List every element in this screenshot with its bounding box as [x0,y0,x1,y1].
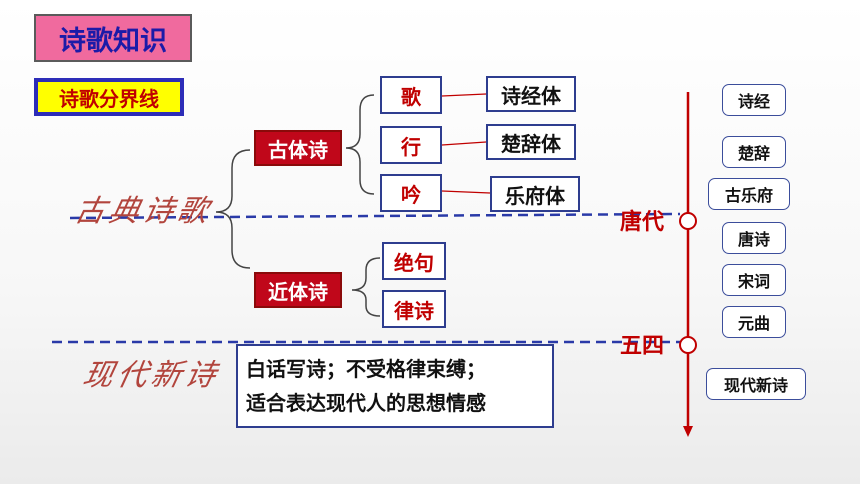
link-xing [441,141,487,146]
timeline-item-yuanqu: 元曲 [722,306,786,338]
timeline-item-modern-poetry: 现代新诗 [706,368,806,400]
timeline-item-songci: 宋词 [722,264,786,296]
description-line-1: 白话写诗；不受格律束缚； [246,357,486,381]
form-yin: 吟 [380,174,442,212]
may-fourth-marker [679,336,697,354]
form-jueju: 绝句 [382,242,446,280]
era-may-fourth: 五四 [620,334,665,359]
timeline-item-shijing: 诗经 [722,84,786,116]
section-subtitle: 诗歌分界线 [34,78,184,116]
origin-shijing: 诗经体 [486,76,576,112]
modern-poetry-label: 现代新诗 [79,358,223,393]
modern-poetry-description: 白话写诗；不受格律束缚； 适合表达现代人的思想情感 [236,344,554,428]
form-ge: 歌 [380,76,442,114]
origin-yuefu: 乐府体 [490,176,580,212]
link-ge [441,93,487,97]
timeline-item-chuci: 楚辞 [722,136,786,168]
ancient-brace [345,94,375,195]
era-tang: 唐代 [620,210,665,235]
link-yin [441,190,491,194]
timeline-item-tangshi: 唐诗 [722,222,786,254]
ancient-style-box: 古体诗 [254,130,342,166]
timeline-arrowhead [683,426,693,437]
form-xing: 行 [380,126,442,164]
page-title: 诗歌知识 [34,14,192,62]
timeline-item-gu-yuefu: 古乐府 [708,178,790,210]
description-line-2: 适合表达现代人的思想情感 [246,391,486,415]
form-lushi: 律诗 [382,290,446,328]
modern-style-box: 近体诗 [254,272,342,308]
tang-marker [679,212,697,230]
origin-chuci: 楚辞体 [486,124,576,160]
modern-brace [351,257,381,317]
tang-divider [69,212,681,220]
classical-brace [215,149,251,269]
classical-poetry-label: 古典诗歌 [71,194,215,229]
